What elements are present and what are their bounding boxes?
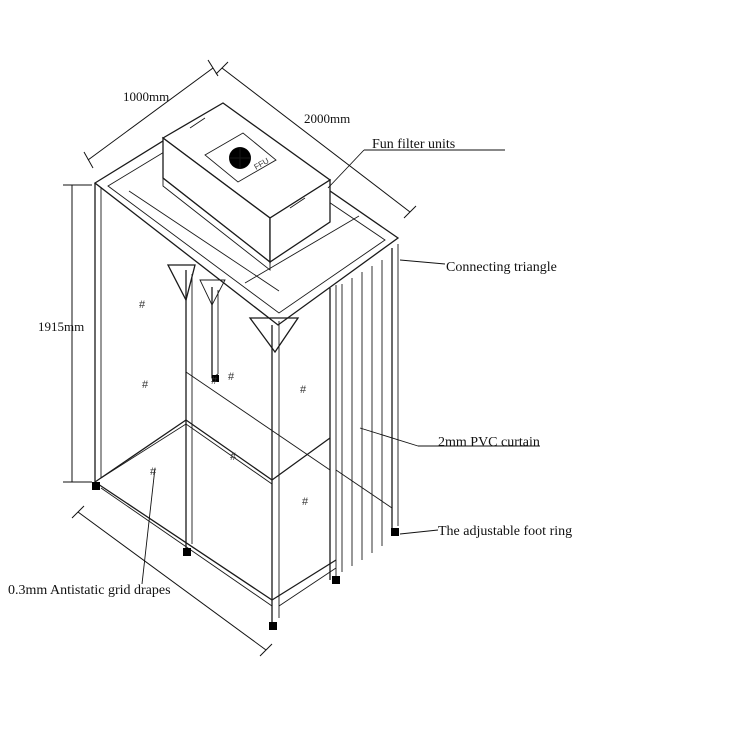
callout-curtain: 2mm PVC curtain xyxy=(438,435,540,450)
bottom-frame xyxy=(94,419,331,483)
leader-foot xyxy=(399,529,439,535)
top-strip xyxy=(244,215,360,284)
leader-fan-filter xyxy=(327,149,365,189)
foot-ring xyxy=(391,528,399,536)
dimension-height-label: 1915mm xyxy=(38,319,84,334)
bottom-rail-right xyxy=(271,559,337,601)
bottom-rail-right-inner xyxy=(278,567,337,607)
callout-triangle: Connecting triangle xyxy=(446,260,557,275)
fan-filter-unit: FFU xyxy=(161,102,332,271)
grid-mark: # xyxy=(150,466,157,478)
ffu-right-face xyxy=(269,178,331,264)
grid-mark: # xyxy=(139,299,146,311)
dimension-width-label: 1000mm xyxy=(123,89,169,104)
grid-mark: # xyxy=(300,384,307,396)
connecting-triangle-left xyxy=(166,264,196,302)
grid-mark: # xyxy=(211,375,218,387)
leader-triangle xyxy=(399,259,446,265)
leader-lines xyxy=(141,149,540,585)
ffu-handle xyxy=(189,117,206,129)
grid-mark: # xyxy=(230,451,237,463)
ffu-filter-band xyxy=(162,177,271,271)
dim-width-tick xyxy=(83,151,94,169)
dim-depth-line xyxy=(221,67,411,213)
connecting-triangle-back xyxy=(199,279,226,307)
dimension-lines xyxy=(63,59,417,657)
dimension-depth-label: 2000mm xyxy=(304,111,350,126)
bottom-frame-inner xyxy=(100,423,273,485)
foot-ring xyxy=(332,576,340,584)
callout-fan-filter: Fun filter units xyxy=(372,137,455,152)
fan-panel xyxy=(204,132,277,183)
bottom-rail-inner xyxy=(100,487,273,607)
back-bottom-rail xyxy=(335,469,393,509)
callout-drapes: 0.3mm Antistatic grid drapes xyxy=(8,583,171,598)
dim-width-line xyxy=(87,67,214,161)
leader-drapes xyxy=(141,467,156,585)
booth-frame xyxy=(92,109,400,630)
top-strip xyxy=(128,190,280,292)
grid-mark: # xyxy=(142,379,149,391)
dim-bottom-line xyxy=(77,511,267,651)
dim-bottom-tick xyxy=(259,643,273,657)
connecting-triangle-middle xyxy=(248,317,300,354)
grid-drape-marks: # # # # # # # # xyxy=(139,299,309,508)
foot-ring xyxy=(269,622,277,630)
ffu-handle xyxy=(289,197,306,209)
leader-curtain xyxy=(359,427,419,447)
callout-foot-ring: The adjustable foot ring xyxy=(438,524,572,539)
grid-mark: # xyxy=(228,371,235,383)
dim-depth-tick xyxy=(215,61,229,75)
foot-ring xyxy=(183,548,191,556)
dim-depth-tick xyxy=(403,205,417,219)
foot-ring xyxy=(212,375,219,382)
grid-mark: # xyxy=(302,496,309,508)
bottom-rail xyxy=(94,481,273,601)
dim-bottom-tick xyxy=(71,505,85,519)
foot-ring xyxy=(92,482,100,490)
mid-rail xyxy=(185,371,331,471)
